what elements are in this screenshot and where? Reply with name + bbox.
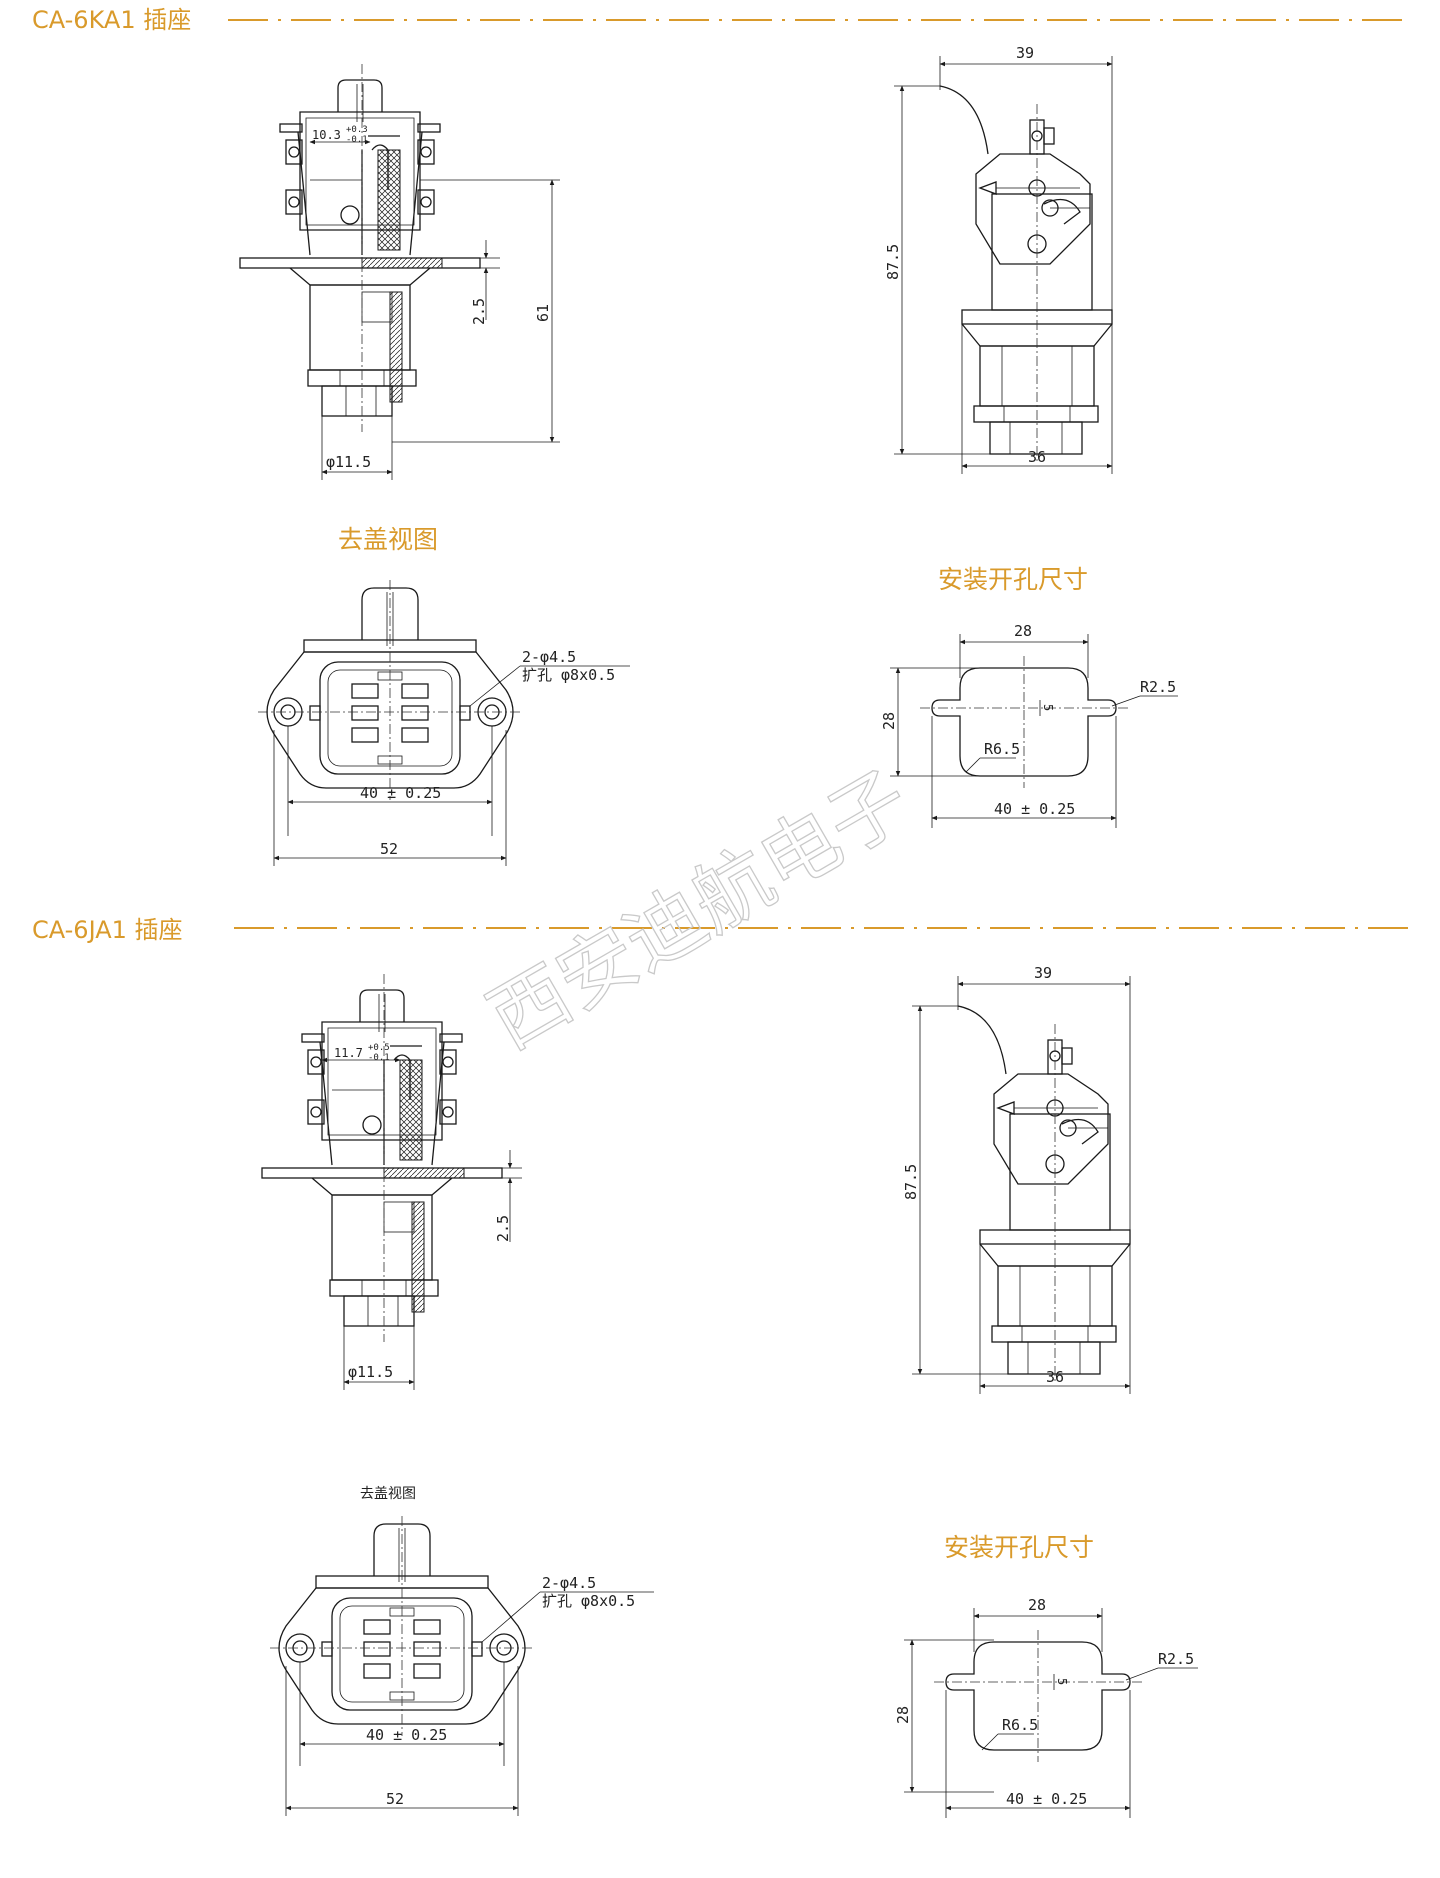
hole-spec-line2: 扩孔 φ8x0.5: [542, 1592, 635, 1610]
mounting-cutout-label: 安装开孔尺寸: [938, 565, 1088, 594]
body-diameter: φ11.5: [326, 453, 371, 471]
slot-spacing: 40 ± 0.25: [994, 800, 1075, 818]
flange-thickness: 2.5: [470, 298, 488, 325]
side-width-top: 39: [1034, 964, 1052, 982]
body-diameter: φ11.5: [348, 1363, 393, 1381]
side-width-bottom: 36: [1046, 1368, 1064, 1386]
slot-width: 5: [1055, 1678, 1069, 1685]
bore-tolerance-upper: +0.3: [346, 125, 368, 135]
side-width-top: 39: [1016, 44, 1034, 62]
hole-spec-line2: 扩孔 φ8x0.5: [522, 666, 615, 684]
corner-radius: R6.5: [984, 740, 1020, 758]
bore-tolerance: 10.3: [312, 128, 341, 142]
front-section-view: 11.7 +0.5 -0.1 2.5 φ11.5: [261, 973, 522, 1390]
slot-radius: R2.5: [1140, 678, 1176, 696]
watermark: 西安迪航电子: [475, 755, 925, 1067]
hole-spec-line1: 2-φ4.5: [522, 648, 576, 666]
overall-width: 52: [386, 1790, 404, 1808]
cutout-width-top: 28: [1028, 1596, 1046, 1614]
cutout-height-left: 28: [894, 1706, 912, 1724]
uncovered-view-label: 去盖视图: [360, 1486, 416, 1502]
hole-spec-line1: 2-φ4.5: [542, 1574, 596, 1592]
section-title: CA-6JA1 插座: [32, 916, 183, 944]
slot-radius: R2.5: [1158, 1650, 1194, 1668]
side-height: 87.5: [902, 1164, 920, 1200]
body-height: 61: [534, 304, 552, 322]
side-view: 39 87.5 36: [884, 44, 1113, 474]
section-2: CA-6JA1 插座 11.7 +0.5 -0.1 2.5 φ11.5 39: [32, 916, 1410, 1818]
bore-tolerance-lower: -0.1: [368, 1053, 390, 1063]
hole-spacing: 40 ± 0.25: [360, 784, 441, 802]
bore-tolerance: 11.7: [334, 1046, 363, 1060]
uncovered-view-label: 去盖视图: [338, 525, 438, 554]
section-1: CA-6KA1 插座 10.3 +0.3 -0.1 2.5 61 φ11: [32, 6, 1410, 866]
mounting-cutout-label: 安装开孔尺寸: [944, 1533, 1094, 1562]
side-view: 39 87.5 36: [902, 964, 1131, 1394]
uncovered-view: 2-φ4.5 扩孔 φ8x0.5 40 ± 0.25 52: [257, 579, 630, 866]
side-width-bottom: 36: [1028, 448, 1046, 466]
front-section-view: 10.3 +0.3 -0.1 2.5 61 φ11.5: [239, 63, 560, 480]
uncovered-view: 2-φ4.5 扩孔 φ8x0.5 40 ± 0.25 52: [269, 1515, 654, 1816]
cutout-height-left: 28: [880, 712, 898, 730]
overall-width: 52: [380, 840, 398, 858]
bore-tolerance-upper: +0.5: [368, 1043, 390, 1053]
bore-tolerance-lower: -0.1: [346, 135, 368, 145]
mounting-cutout: 28 28 R2.5 R6.5 5 40 ± 0.25: [894, 1596, 1198, 1818]
flange-thickness: 2.5: [494, 1215, 512, 1242]
slot-width: 5: [1041, 704, 1055, 711]
cutout-width-top: 28: [1014, 622, 1032, 640]
section-title: CA-6KA1 插座: [32, 6, 191, 34]
mounting-cutout: 28 28 R2.5 R6.5 5 40 ± 0.25: [880, 622, 1178, 828]
side-height: 87.5: [884, 244, 902, 280]
slot-spacing: 40 ± 0.25: [1006, 1790, 1087, 1808]
hole-spacing: 40 ± 0.25: [366, 1726, 447, 1744]
corner-radius: R6.5: [1002, 1716, 1038, 1734]
